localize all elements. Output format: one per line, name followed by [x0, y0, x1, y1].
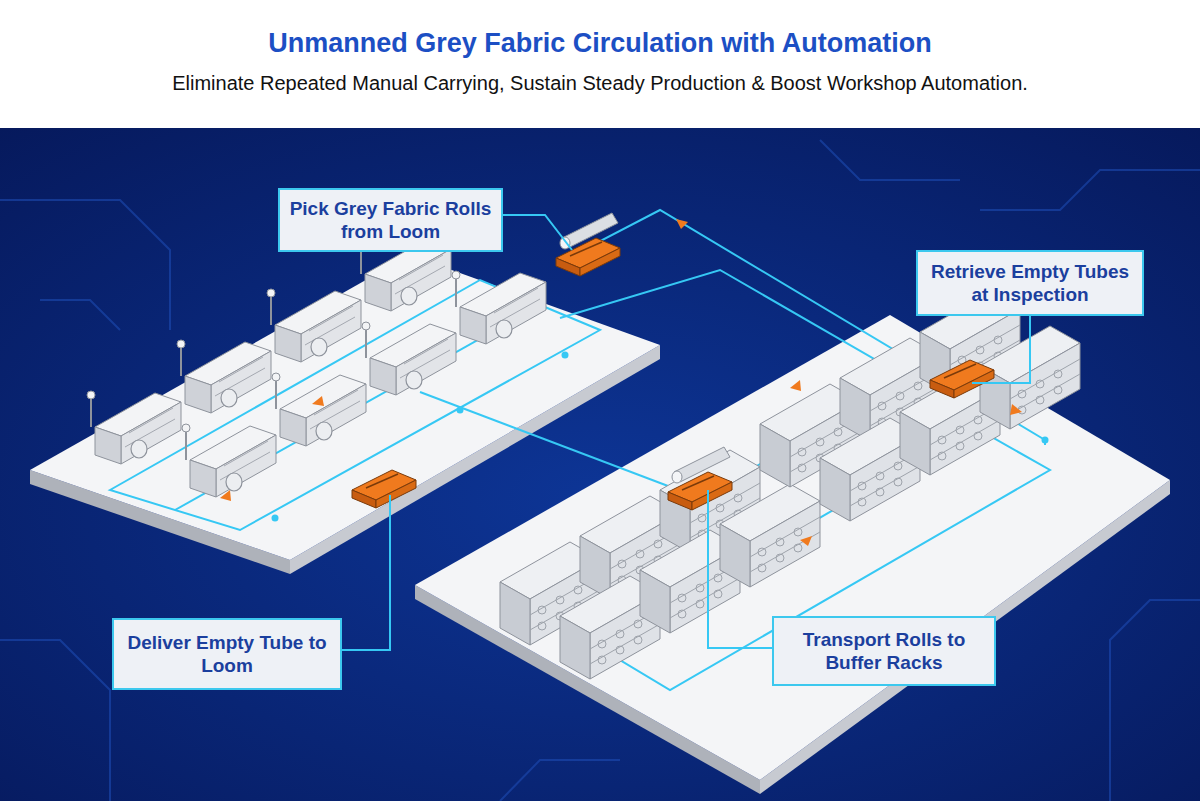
callout-body: Retrieve Empty Tubes at Inspection	[926, 260, 1134, 306]
caption: Eliminate Repeated Manual Carrying, Sust…	[0, 72, 1200, 95]
header-band: Unmanned Grey Fabric Circulation with Au…	[0, 0, 1200, 128]
callout-text: Transport Rolls to Buffer Racks	[782, 628, 986, 674]
callout-body: Deliver Empty Tube to Loom	[122, 631, 332, 677]
callout-text: Pick Grey Fabric Rolls from Loom	[288, 197, 493, 243]
callout-box: Pick Grey Fabric Rolls from Loom	[278, 188, 503, 252]
callout-text: Deliver Empty Tube to Loom	[122, 631, 332, 677]
callout-box: Deliver Empty Tube to Loom	[112, 618, 342, 690]
node-layer: Pick Grey Fabric Rolls from LoomRetrieve…	[0, 128, 1200, 801]
callout-box: Transport Rolls to Buffer Racks	[772, 616, 996, 686]
callout-body: Pick Grey Fabric Rolls from Loom	[288, 197, 493, 243]
callout-text: Retrieve Empty Tubes at Inspection	[926, 260, 1134, 306]
callout-body: Transport Rolls to Buffer Racks	[782, 628, 986, 674]
title: Unmanned Grey Fabric Circulation with Au…	[0, 28, 1200, 59]
callout-box: Retrieve Empty Tubes at Inspection	[916, 250, 1144, 316]
